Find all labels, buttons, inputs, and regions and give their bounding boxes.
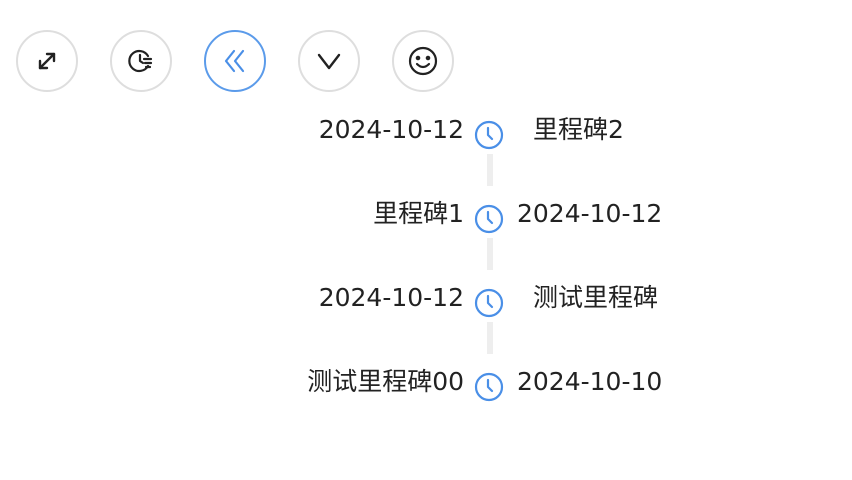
timeline-title: 测试里程碑 [533, 283, 659, 312]
timeline-date: 2024-10-12 [318, 283, 464, 312]
timeline-title: 里程碑2 [533, 115, 624, 144]
timeline-connector [487, 154, 493, 186]
smile-icon [407, 45, 439, 77]
timeline-item: 2024-10-12 里程碑2 [0, 110, 852, 152]
history-button[interactable] [110, 30, 172, 92]
double-chevron-left-icon [220, 46, 250, 76]
chevron-down-icon [314, 46, 344, 76]
timeline-item: 里程碑1 2024-10-12 [0, 194, 852, 236]
timeline-date: 2024-10-12 [517, 199, 663, 228]
expand-arrows-icon [33, 47, 61, 75]
timeline-item: 测试里程碑00 2024-10-10 [0, 362, 852, 404]
timeline-date: 2024-10-10 [517, 367, 663, 396]
timeline-item: 2024-10-12 测试里程碑 [0, 278, 852, 320]
timeline-title: 测试里程碑00 [307, 367, 464, 396]
timeline-connector [487, 322, 493, 354]
dropdown-button[interactable] [298, 30, 360, 92]
clock-icon [472, 118, 506, 152]
clock-icon [472, 202, 506, 236]
clock-fast-icon [126, 46, 156, 76]
clock-icon [472, 370, 506, 404]
emoji-button[interactable] [392, 30, 454, 92]
timeline-connector [487, 238, 493, 270]
expand-button[interactable] [16, 30, 78, 92]
collapse-left-button[interactable] [204, 30, 266, 92]
timeline-date: 2024-10-12 [318, 115, 464, 144]
timeline-title: 里程碑1 [373, 199, 464, 228]
toolbar [16, 30, 454, 92]
clock-icon [472, 286, 506, 320]
